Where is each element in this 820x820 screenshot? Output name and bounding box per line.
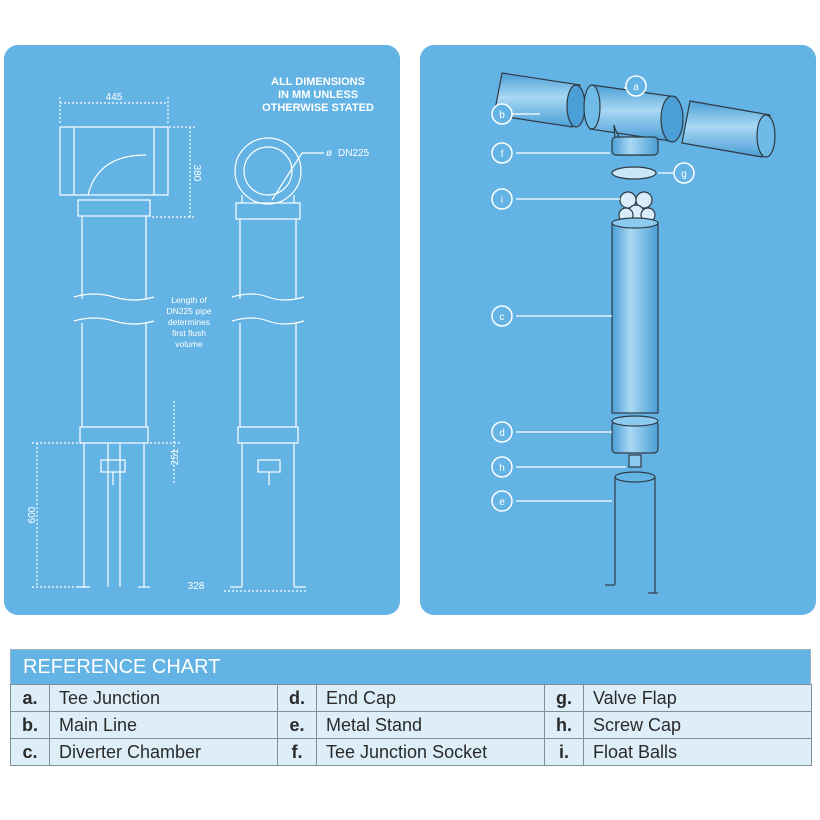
pipe-note-line-5: volume [175,339,203,349]
dim-pipe-dn: DN225 [338,148,370,159]
reference-chart: REFERENCE CHART a. Tee Junction d. End C… [10,649,812,766]
ref-label: Float Balls [583,738,812,766]
table-row: c. Diverter Chamber f. Tee Junction Sock… [10,738,812,766]
ref-key: a. [10,684,50,712]
exploded-view: a b f g i c d h e [491,72,776,594]
dimension-drawing-panel: 445 380 251 600 328 DN225 ø ALL DIMENSIO… [4,45,400,615]
ref-key: b. [10,711,50,739]
callout-a: a [633,82,639,93]
dim-height-tee: 380 [191,165,202,182]
callout-d: d [499,428,505,439]
dim-height-stand: 600 [27,506,38,523]
dim-width-stand: 328 [188,581,205,592]
table-row: b. Main Line e. Metal Stand h. Screw Cap [10,711,812,739]
reference-table: a. Tee Junction d. End Cap g. Valve Flap… [10,684,812,766]
ref-label: End Cap [316,684,545,712]
dimensions-note-line-2: IN MM UNLESS [278,89,358,101]
ref-key: e. [277,711,317,739]
pipe-note-line-1: Length of [171,295,207,305]
dimension-drawing: 445 380 251 600 328 DN225 ø ALL DIMENSIO… [27,76,374,592]
callout-c: c [500,312,505,323]
diameter-symbol-icon: ø [326,148,332,159]
ref-label: Valve Flap [583,684,812,712]
metal-stand [614,471,656,483]
callout-b: b [499,110,505,121]
ref-label: Screw Cap [583,711,812,739]
valve-flap [611,166,657,180]
ref-label: Tee Junction Socket [316,738,545,766]
dimensions-note-line-1: ALL DIMENSIONS [271,76,365,88]
exploded-view-panel: a b f g i c d h e [420,45,816,615]
callout-f: f [501,149,504,160]
float-ball [635,191,653,209]
diverter-chamber [611,222,659,414]
ref-key: f. [277,738,317,766]
tee-front-outline [59,126,169,196]
ref-label: Metal Stand [316,711,545,739]
ref-key: d. [277,684,317,712]
ref-label: Main Line [49,711,278,739]
ref-label: Tee Junction [49,684,278,712]
reference-chart-title: REFERENCE CHART [10,649,811,684]
tee-junction-socket [611,136,659,156]
table-row: a. Tee Junction d. End Cap g. Valve Flap [10,684,812,712]
tee-side-outline [234,137,302,205]
main-line-right-pipe [681,100,771,158]
ref-key: c. [10,738,50,766]
ref-key: i. [544,738,584,766]
pipe-note-line-3: determines [168,317,210,327]
callout-g: g [681,169,687,180]
pipe-note-line-2: DN225 pipe [167,306,212,316]
dim-height-stand-upper: 251 [170,448,181,465]
callout-i: i [501,195,503,206]
dim-width-top: 445 [106,92,123,103]
callout-e: e [499,497,505,508]
screw-cap [628,454,642,468]
ref-key: h. [544,711,584,739]
ref-label: Diverter Chamber [49,738,278,766]
pipe-note-line-4: first flush [172,328,206,338]
callout-h: h [499,463,505,474]
ref-key: g. [544,684,584,712]
dimensions-note-line-3: OTHERWISE STATED [262,102,374,114]
